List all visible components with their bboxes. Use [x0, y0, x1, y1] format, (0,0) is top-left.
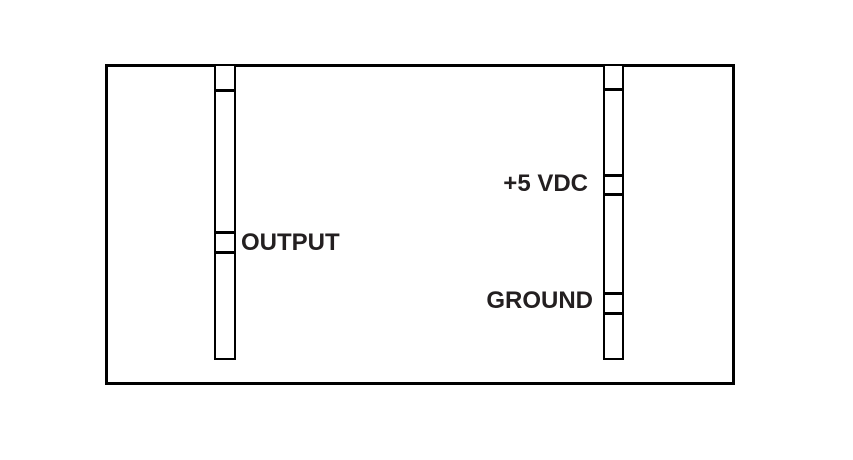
power-pin-top-divider	[605, 174, 622, 177]
output-pin-bottom-divider	[216, 251, 234, 254]
right-strip-top-divider	[605, 88, 622, 91]
power-label: +5 VDC	[503, 170, 588, 197]
ground-pin-top-divider	[605, 292, 622, 295]
power-pin-bottom-divider	[605, 193, 622, 196]
left-pin-strip	[214, 64, 236, 360]
right-pin-strip	[603, 64, 624, 360]
output-label: OUTPUT	[241, 229, 340, 256]
output-pin-top-divider	[216, 231, 234, 234]
ground-pin-bottom-divider	[605, 312, 622, 315]
ground-label: GROUND	[486, 287, 593, 314]
device-outline	[105, 64, 735, 385]
left-strip-top-divider	[216, 89, 234, 92]
